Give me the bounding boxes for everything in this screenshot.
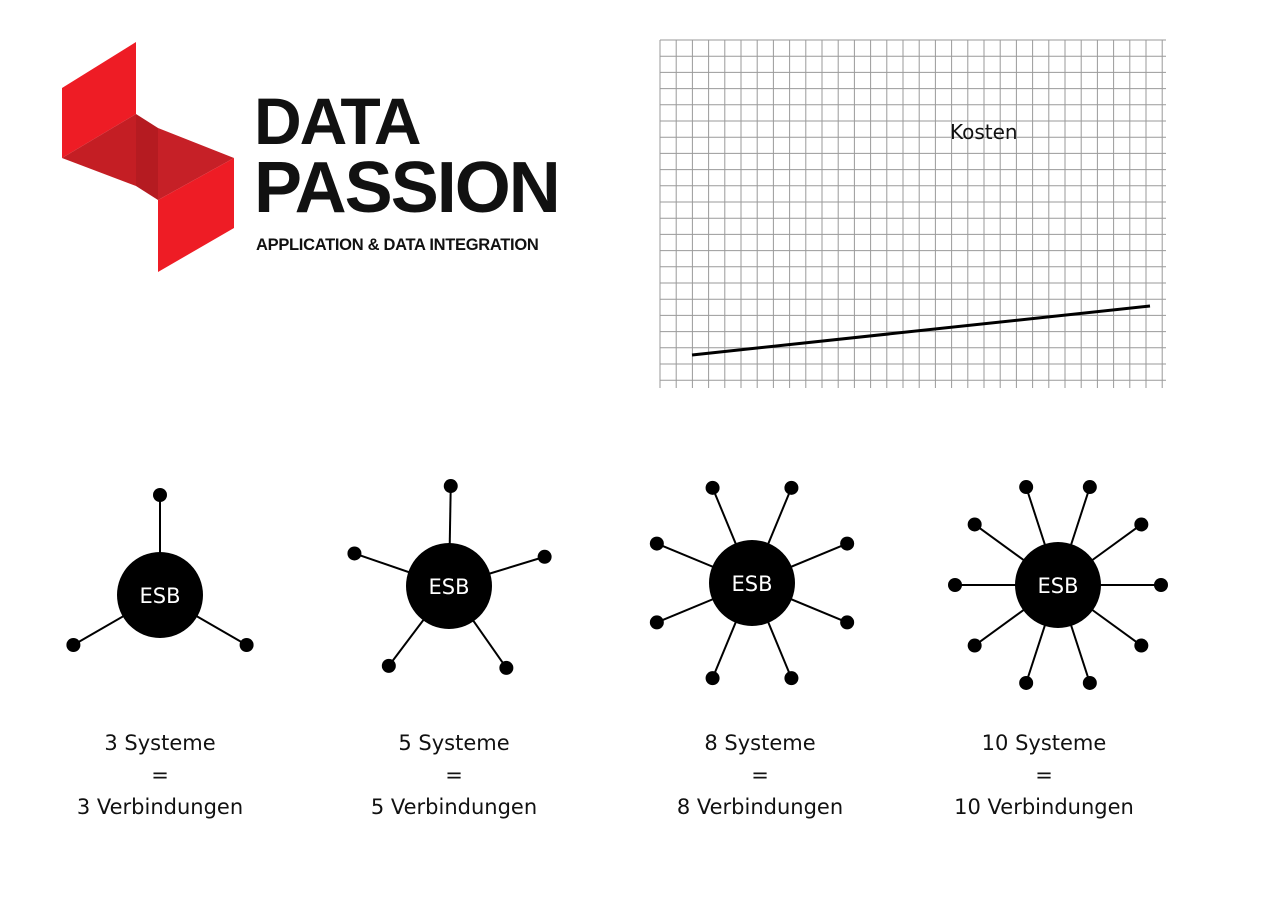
caption-connections: 5 Verbindungen (370, 795, 538, 819)
system-node (1019, 675, 1034, 690)
caption-systems: 3 Systeme (104, 731, 216, 755)
system-node (1134, 638, 1149, 653)
esb-diagram-10-systems: ESB (948, 480, 1168, 690)
cost-chart-grid (659, 39, 1166, 388)
caption-connections: 3 Verbindungen (76, 795, 244, 819)
caption-connections: 8 Verbindungen (676, 795, 844, 819)
esb-diagram-8-systems: ESB (649, 480, 855, 686)
system-node (649, 536, 664, 551)
logo-upper-fold (62, 114, 136, 186)
system-node (1019, 480, 1034, 495)
esb-hub-label: ESB (139, 584, 180, 608)
system-node (705, 671, 720, 686)
esb-diagram-5-systems: ESB (347, 479, 552, 675)
caption-systems: 8 Systeme (704, 731, 816, 755)
system-node (705, 480, 720, 495)
esb-hub-label: ESB (1037, 574, 1078, 598)
caption-10-systems: 10 Systeme = 10 Verbindungen (924, 727, 1164, 823)
system-node (784, 480, 799, 495)
system-node (499, 660, 514, 675)
caption-8-systems: 8 Systeme = 8 Verbindungen (640, 727, 880, 823)
system-node (66, 638, 81, 652)
esb-hub (1015, 542, 1101, 628)
brand-tagline: APPLICATION & DATA INTEGRATION (256, 236, 539, 254)
caption-systems: 10 Systeme (981, 731, 1107, 755)
cost-chart (659, 39, 1166, 388)
system-node (153, 488, 167, 502)
esb-diagram-3-systems: ESB (66, 488, 254, 652)
caption-systems: 5 Systeme (398, 731, 510, 755)
system-node (967, 638, 982, 653)
logo-upper-ribbon (62, 42, 136, 158)
system-node (381, 658, 396, 673)
logo-lower-ribbon (158, 158, 234, 272)
esb-hub (709, 540, 795, 626)
data-passion-logo-icon (62, 42, 234, 272)
system-node (649, 615, 664, 630)
cost-chart-label: Kosten (950, 120, 1018, 144)
caption-equals: = (1035, 763, 1053, 787)
brand-name-line2: PASSION (254, 148, 561, 228)
caption-connections: 10 Verbindungen (954, 795, 1134, 819)
system-node (784, 671, 799, 686)
caption-3-systems: 3 Systeme = 3 Verbindungen (40, 727, 280, 823)
system-node (239, 638, 254, 652)
caption-equals: = (151, 763, 169, 787)
logo-middle-fold (136, 114, 158, 200)
system-node (1082, 480, 1097, 495)
system-node (537, 549, 552, 564)
system-node (347, 546, 362, 561)
esb-hub-label: ESB (731, 572, 772, 596)
system-node (840, 615, 855, 630)
caption-5-systems: 5 Systeme = 5 Verbindungen (334, 727, 574, 823)
caption-equals: = (445, 763, 463, 787)
system-node (1134, 517, 1149, 532)
system-node (840, 536, 855, 551)
brand-name-line1: DATA (254, 84, 422, 158)
system-node (948, 578, 962, 592)
system-node (1154, 578, 1168, 592)
cost-trend-line (691, 304, 1151, 357)
caption-equals: = (751, 763, 769, 787)
esb-hub-label: ESB (428, 575, 469, 599)
system-node (443, 479, 458, 494)
esb-hub (406, 543, 492, 629)
logo-lower-fold (158, 128, 234, 200)
system-node (1082, 675, 1097, 690)
esb-hub (117, 552, 203, 638)
system-node (967, 517, 982, 532)
